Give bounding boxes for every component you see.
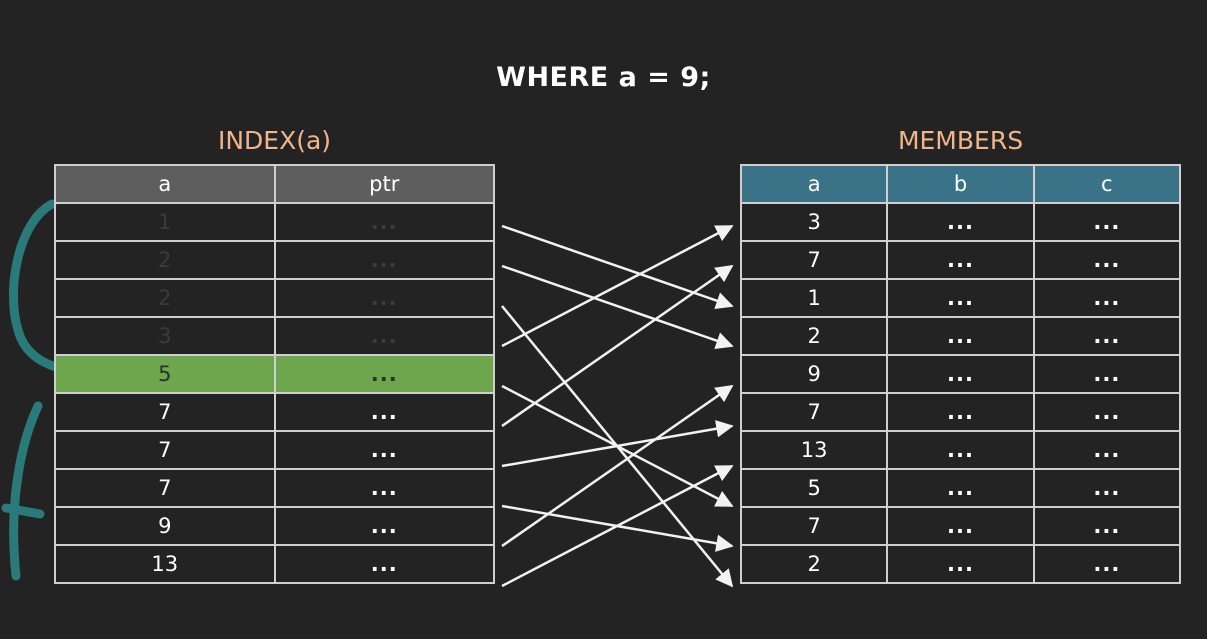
index-cell-a: 2	[54, 278, 276, 318]
index-cell-ptr: ...	[273, 544, 495, 584]
index-cell-ptr: ...	[273, 468, 495, 508]
members-cell-a: 7	[739, 506, 889, 546]
members-row: 2......	[739, 316, 1182, 356]
index-cell-ptr: ...	[273, 278, 495, 318]
members-row: 1......	[739, 278, 1182, 318]
index-cell-a: 7	[54, 468, 276, 508]
index-cell-a: 7	[54, 392, 276, 432]
members-cell-c: ...	[1032, 240, 1182, 280]
index-header-ptr: ptr	[273, 164, 495, 204]
index-cell-a: 13	[54, 544, 276, 584]
members-cell-b: ...	[886, 430, 1035, 470]
members-cell-c: ...	[1032, 392, 1182, 432]
index-title: INDEX(a)	[217, 126, 332, 155]
upper-bracket-stroke	[9, 199, 61, 372]
members-row: 7......	[739, 240, 1182, 280]
index-row: 2...	[54, 278, 495, 318]
index-cell-a: 3	[54, 316, 276, 356]
members-cell-a: 2	[739, 316, 889, 356]
index-table: a ptr 1...2...2...3...5...7...7...7...9.…	[54, 164, 495, 584]
members-cell-a: 2	[739, 544, 889, 584]
members-cell-c: ...	[1032, 278, 1182, 318]
members-cell-a: 1	[739, 278, 889, 318]
index-cell-ptr: ...	[273, 392, 495, 432]
members-row: 5......	[739, 468, 1182, 508]
members-cell-b: ...	[886, 468, 1035, 508]
members-cell-c: ...	[1032, 316, 1182, 356]
members-cell-b: ...	[886, 316, 1035, 356]
members-header-c: c	[1032, 164, 1182, 204]
index-row: 2...	[54, 240, 495, 280]
query-text: WHERE a = 9;	[496, 62, 711, 93]
pointer-arrow	[501, 384, 734, 548]
members-table: a b c 3......7......1......2......9.....…	[739, 164, 1182, 584]
members-row: 13......	[739, 430, 1182, 470]
pointer-arrow	[501, 420, 734, 468]
index-row: 5...	[54, 354, 495, 394]
index-cell-a: 9	[54, 506, 276, 546]
index-cell-ptr: ...	[273, 354, 495, 394]
index-header-row: a ptr	[54, 164, 495, 204]
index-row: 9...	[54, 506, 495, 546]
pointer-arrow	[501, 264, 734, 350]
members-cell-b: ...	[886, 278, 1035, 318]
lower-bracket-stroke	[9, 401, 43, 581]
members-row: 7......	[739, 506, 1182, 546]
members-cell-c: ...	[1032, 506, 1182, 546]
index-cell-a: 1	[54, 202, 276, 242]
index-row: 1...	[54, 202, 495, 242]
members-cell-b: ...	[886, 354, 1035, 394]
members-header-a: a	[739, 164, 889, 204]
pointer-arrow	[501, 464, 734, 588]
members-cell-a: 5	[739, 468, 889, 508]
members-cell-a: 13	[739, 430, 889, 470]
index-row: 7...	[54, 430, 495, 470]
members-row: 7......	[739, 392, 1182, 432]
members-cell-a: 7	[739, 392, 889, 432]
index-cell-ptr: ...	[273, 240, 495, 280]
members-cell-c: ...	[1032, 202, 1182, 242]
index-cell-ptr: ...	[273, 202, 495, 242]
index-header-a: a	[54, 164, 276, 204]
pointer-arrow	[501, 224, 734, 348]
index-cell-ptr: ...	[273, 506, 495, 546]
members-cell-b: ...	[886, 392, 1035, 432]
members-cell-c: ...	[1032, 430, 1182, 470]
index-cell-a: 5	[54, 354, 276, 394]
members-cell-b: ...	[886, 544, 1035, 584]
members-cell-a: 7	[739, 240, 889, 280]
members-cell-c: ...	[1032, 468, 1182, 508]
pointer-arrow	[501, 264, 734, 428]
index-row: 13...	[54, 544, 495, 584]
index-row: 7...	[54, 392, 495, 432]
members-cell-a: 3	[739, 202, 889, 242]
index-cell-a: 2	[54, 240, 276, 280]
members-row: 9......	[739, 354, 1182, 394]
index-cell-ptr: ...	[273, 430, 495, 470]
members-cell-c: ...	[1032, 354, 1182, 394]
index-row: 3...	[54, 316, 495, 356]
index-cell-a: 7	[54, 430, 276, 470]
index-cell-ptr: ...	[273, 316, 495, 356]
lower-bracket-tick	[1, 503, 45, 519]
members-cell-c: ...	[1032, 544, 1182, 584]
members-header-row: a b c	[739, 164, 1182, 204]
members-row: 3......	[739, 202, 1182, 242]
members-cell-b: ...	[886, 240, 1035, 280]
members-title: MEMBERS	[897, 126, 1024, 155]
pointer-arrow	[501, 224, 734, 310]
members-cell-a: 9	[739, 354, 889, 394]
members-cell-b: ...	[886, 202, 1035, 242]
members-row: 2......	[739, 544, 1182, 584]
members-header-b: b	[886, 164, 1035, 204]
index-row: 7...	[54, 468, 495, 508]
members-cell-b: ...	[886, 506, 1035, 546]
